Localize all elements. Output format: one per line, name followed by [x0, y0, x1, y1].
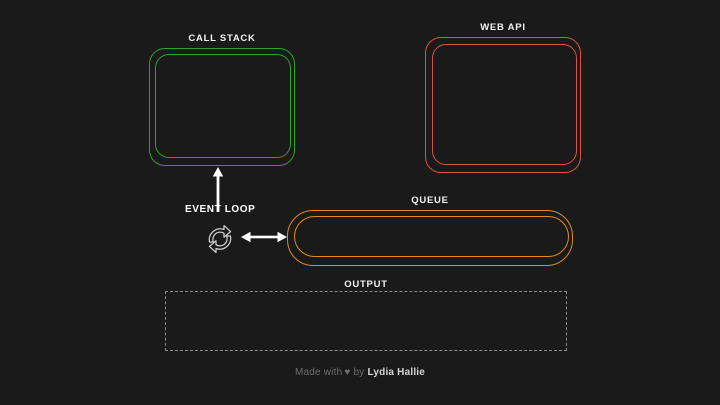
- web-api-outer-border: [425, 37, 581, 173]
- output-label: OUTPUT: [344, 279, 388, 290]
- footer-author-link[interactable]: Lydia Hallie: [367, 367, 426, 378]
- footer-credit: Made with♥by Lydia Hallie: [0, 367, 720, 379]
- call-stack-label: CALL STACK: [188, 33, 256, 44]
- output-panel: [165, 291, 567, 351]
- call-stack-outer-border: [149, 48, 295, 166]
- call-stack-inner-border: [155, 54, 291, 158]
- web-api-inner-border: [432, 44, 577, 165]
- web-api-panel: [425, 37, 581, 173]
- event-loop-label: EVENT LOOP: [185, 204, 256, 215]
- call-stack-panel: [149, 48, 295, 166]
- heart-icon: ♥: [344, 367, 351, 378]
- queue-inner-border: [294, 216, 569, 257]
- loop-arrows-icon: [199, 219, 241, 259]
- footer-by-text: by: [353, 367, 365, 378]
- queue-label: QUEUE: [411, 195, 449, 206]
- queue-outer-border: [287, 210, 573, 266]
- footer-made-with-text: Made with: [294, 367, 343, 378]
- arrow-up-icon: [211, 167, 225, 212]
- web-api-label: WEB API: [480, 22, 526, 33]
- arrow-left-right-icon: [241, 230, 287, 244]
- queue-panel: [287, 210, 573, 266]
